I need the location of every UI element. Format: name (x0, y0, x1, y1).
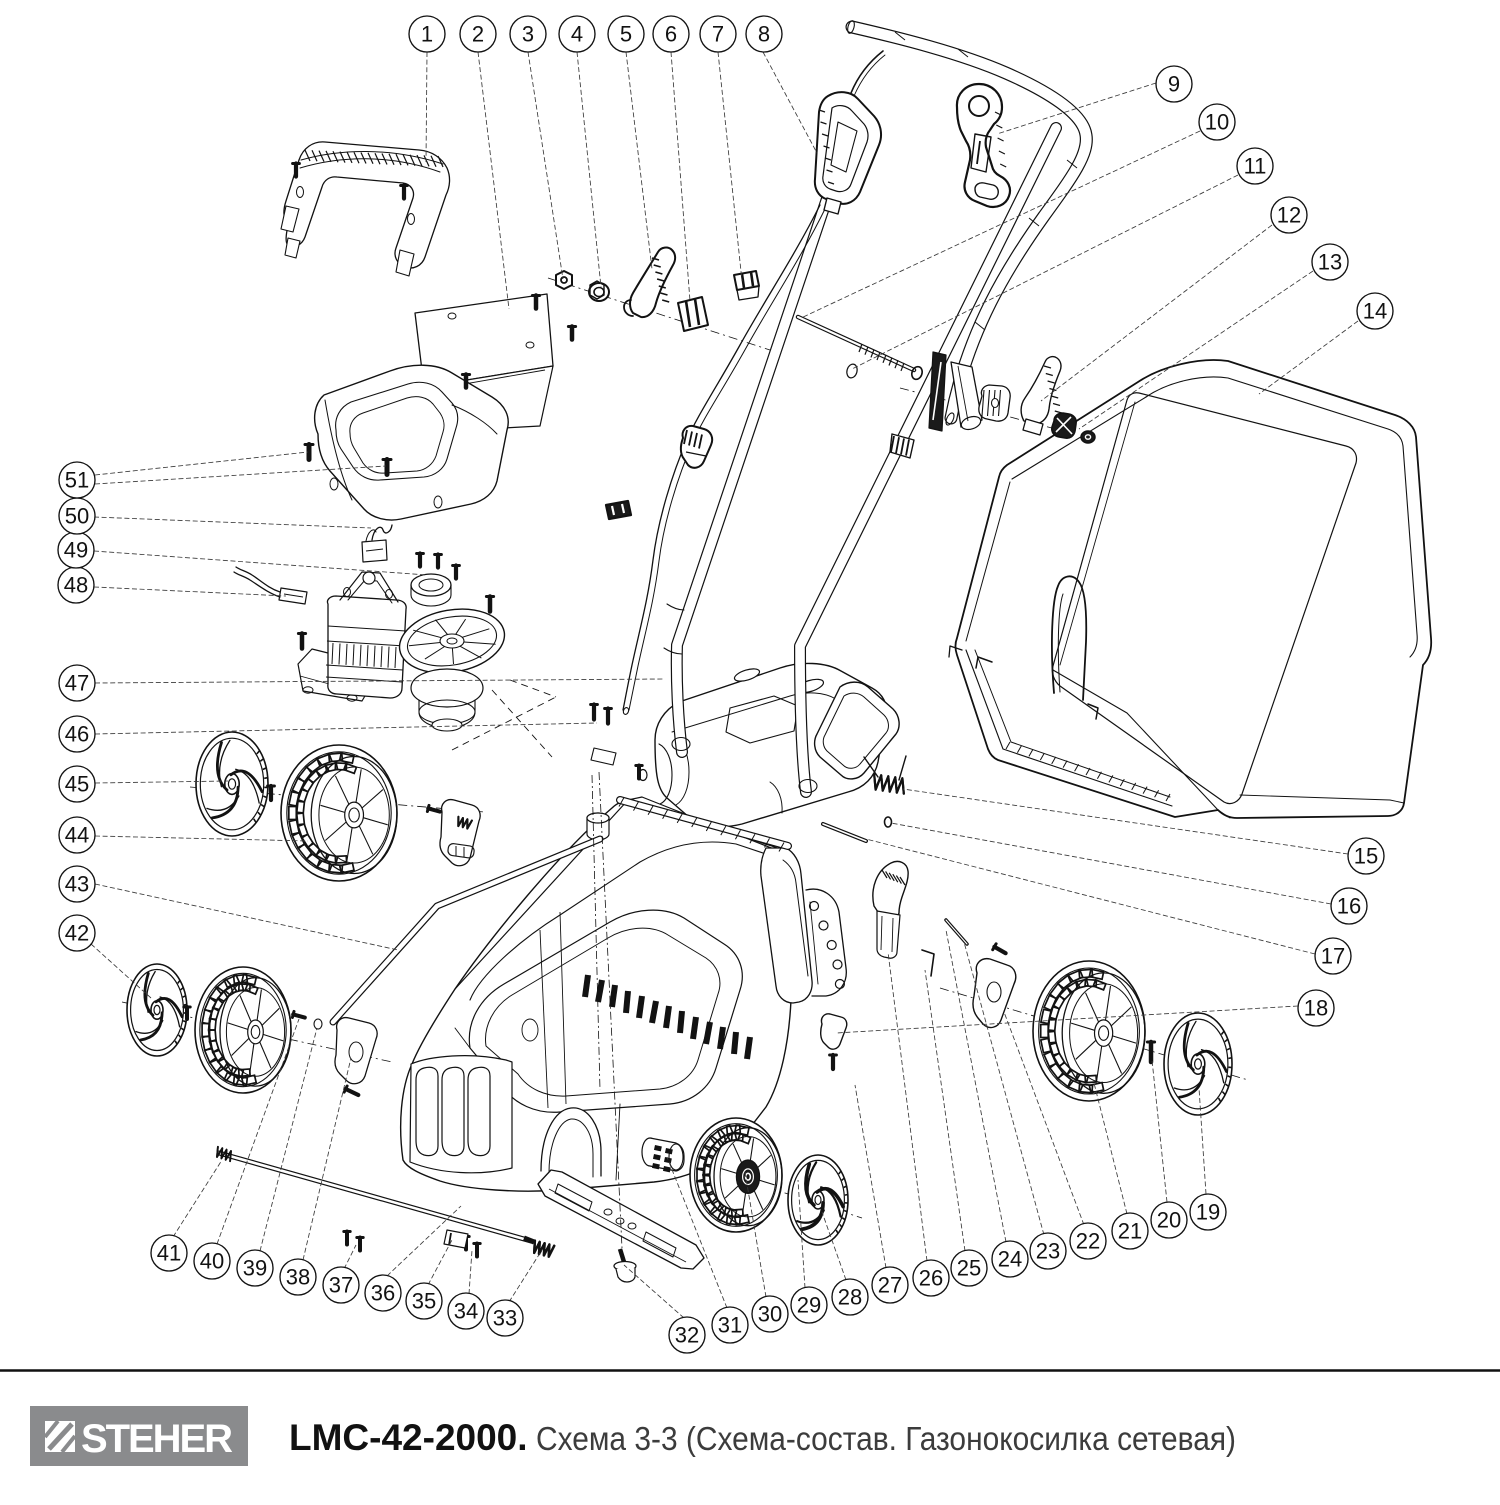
svg-text:35: 35 (412, 1289, 436, 1314)
svg-text:10: 10 (1205, 110, 1229, 135)
svg-text:25: 25 (957, 1256, 981, 1281)
svg-text:1: 1 (421, 22, 433, 47)
svg-text:24: 24 (998, 1247, 1022, 1272)
svg-text:23: 23 (1036, 1239, 1060, 1264)
svg-text:8: 8 (758, 22, 770, 47)
svg-text:19: 19 (1196, 1200, 1220, 1225)
svg-text:9: 9 (1168, 72, 1180, 97)
svg-text:26: 26 (919, 1266, 943, 1291)
svg-text:14: 14 (1363, 299, 1387, 324)
svg-text:5: 5 (620, 22, 632, 47)
svg-text:42: 42 (65, 921, 89, 946)
svg-text:29: 29 (797, 1293, 821, 1318)
svg-text:34: 34 (454, 1299, 478, 1324)
svg-text:41: 41 (157, 1241, 181, 1266)
svg-text:47: 47 (65, 671, 89, 696)
svg-text:44: 44 (65, 823, 89, 848)
svg-text:45: 45 (65, 772, 89, 797)
svg-text:48: 48 (64, 573, 88, 598)
svg-text:STEHER: STEHER (81, 1417, 233, 1461)
svg-text:11: 11 (1244, 154, 1267, 179)
svg-text:Схема 3-3 (Схема-состав. Газон: Схема 3-3 (Схема-состав. Газонокосилка с… (536, 1420, 1236, 1457)
svg-text:32: 32 (675, 1323, 699, 1348)
svg-text:12: 12 (1277, 203, 1301, 228)
svg-text:31: 31 (718, 1313, 742, 1338)
svg-text:16: 16 (1337, 894, 1361, 919)
svg-text:36: 36 (371, 1281, 395, 1306)
svg-text:28: 28 (838, 1285, 862, 1310)
svg-text:49: 49 (64, 538, 88, 563)
svg-text:21: 21 (1118, 1219, 1142, 1244)
svg-text:2: 2 (472, 22, 484, 47)
svg-text:17: 17 (1321, 944, 1345, 969)
svg-text:50: 50 (65, 504, 89, 529)
svg-text:LMC-42-2000.: LMC-42-2000. (289, 1417, 528, 1458)
svg-text:51: 51 (65, 468, 89, 493)
svg-text:37: 37 (329, 1273, 353, 1298)
svg-text:18: 18 (1304, 996, 1328, 1021)
svg-text:4: 4 (571, 22, 583, 47)
svg-text:20: 20 (1157, 1208, 1181, 1233)
svg-text:27: 27 (878, 1273, 902, 1298)
svg-text:43: 43 (65, 872, 89, 897)
svg-text:39: 39 (243, 1256, 267, 1281)
svg-text:30: 30 (758, 1302, 782, 1327)
svg-text:7: 7 (712, 22, 724, 47)
svg-text:46: 46 (65, 722, 89, 747)
svg-text:13: 13 (1318, 250, 1342, 275)
svg-text:22: 22 (1076, 1229, 1100, 1254)
svg-text:40: 40 (200, 1249, 224, 1274)
svg-text:3: 3 (522, 22, 534, 47)
svg-text:15: 15 (1354, 844, 1378, 869)
svg-text:33: 33 (493, 1306, 517, 1331)
svg-text:38: 38 (286, 1265, 310, 1290)
svg-text:6: 6 (665, 22, 677, 47)
